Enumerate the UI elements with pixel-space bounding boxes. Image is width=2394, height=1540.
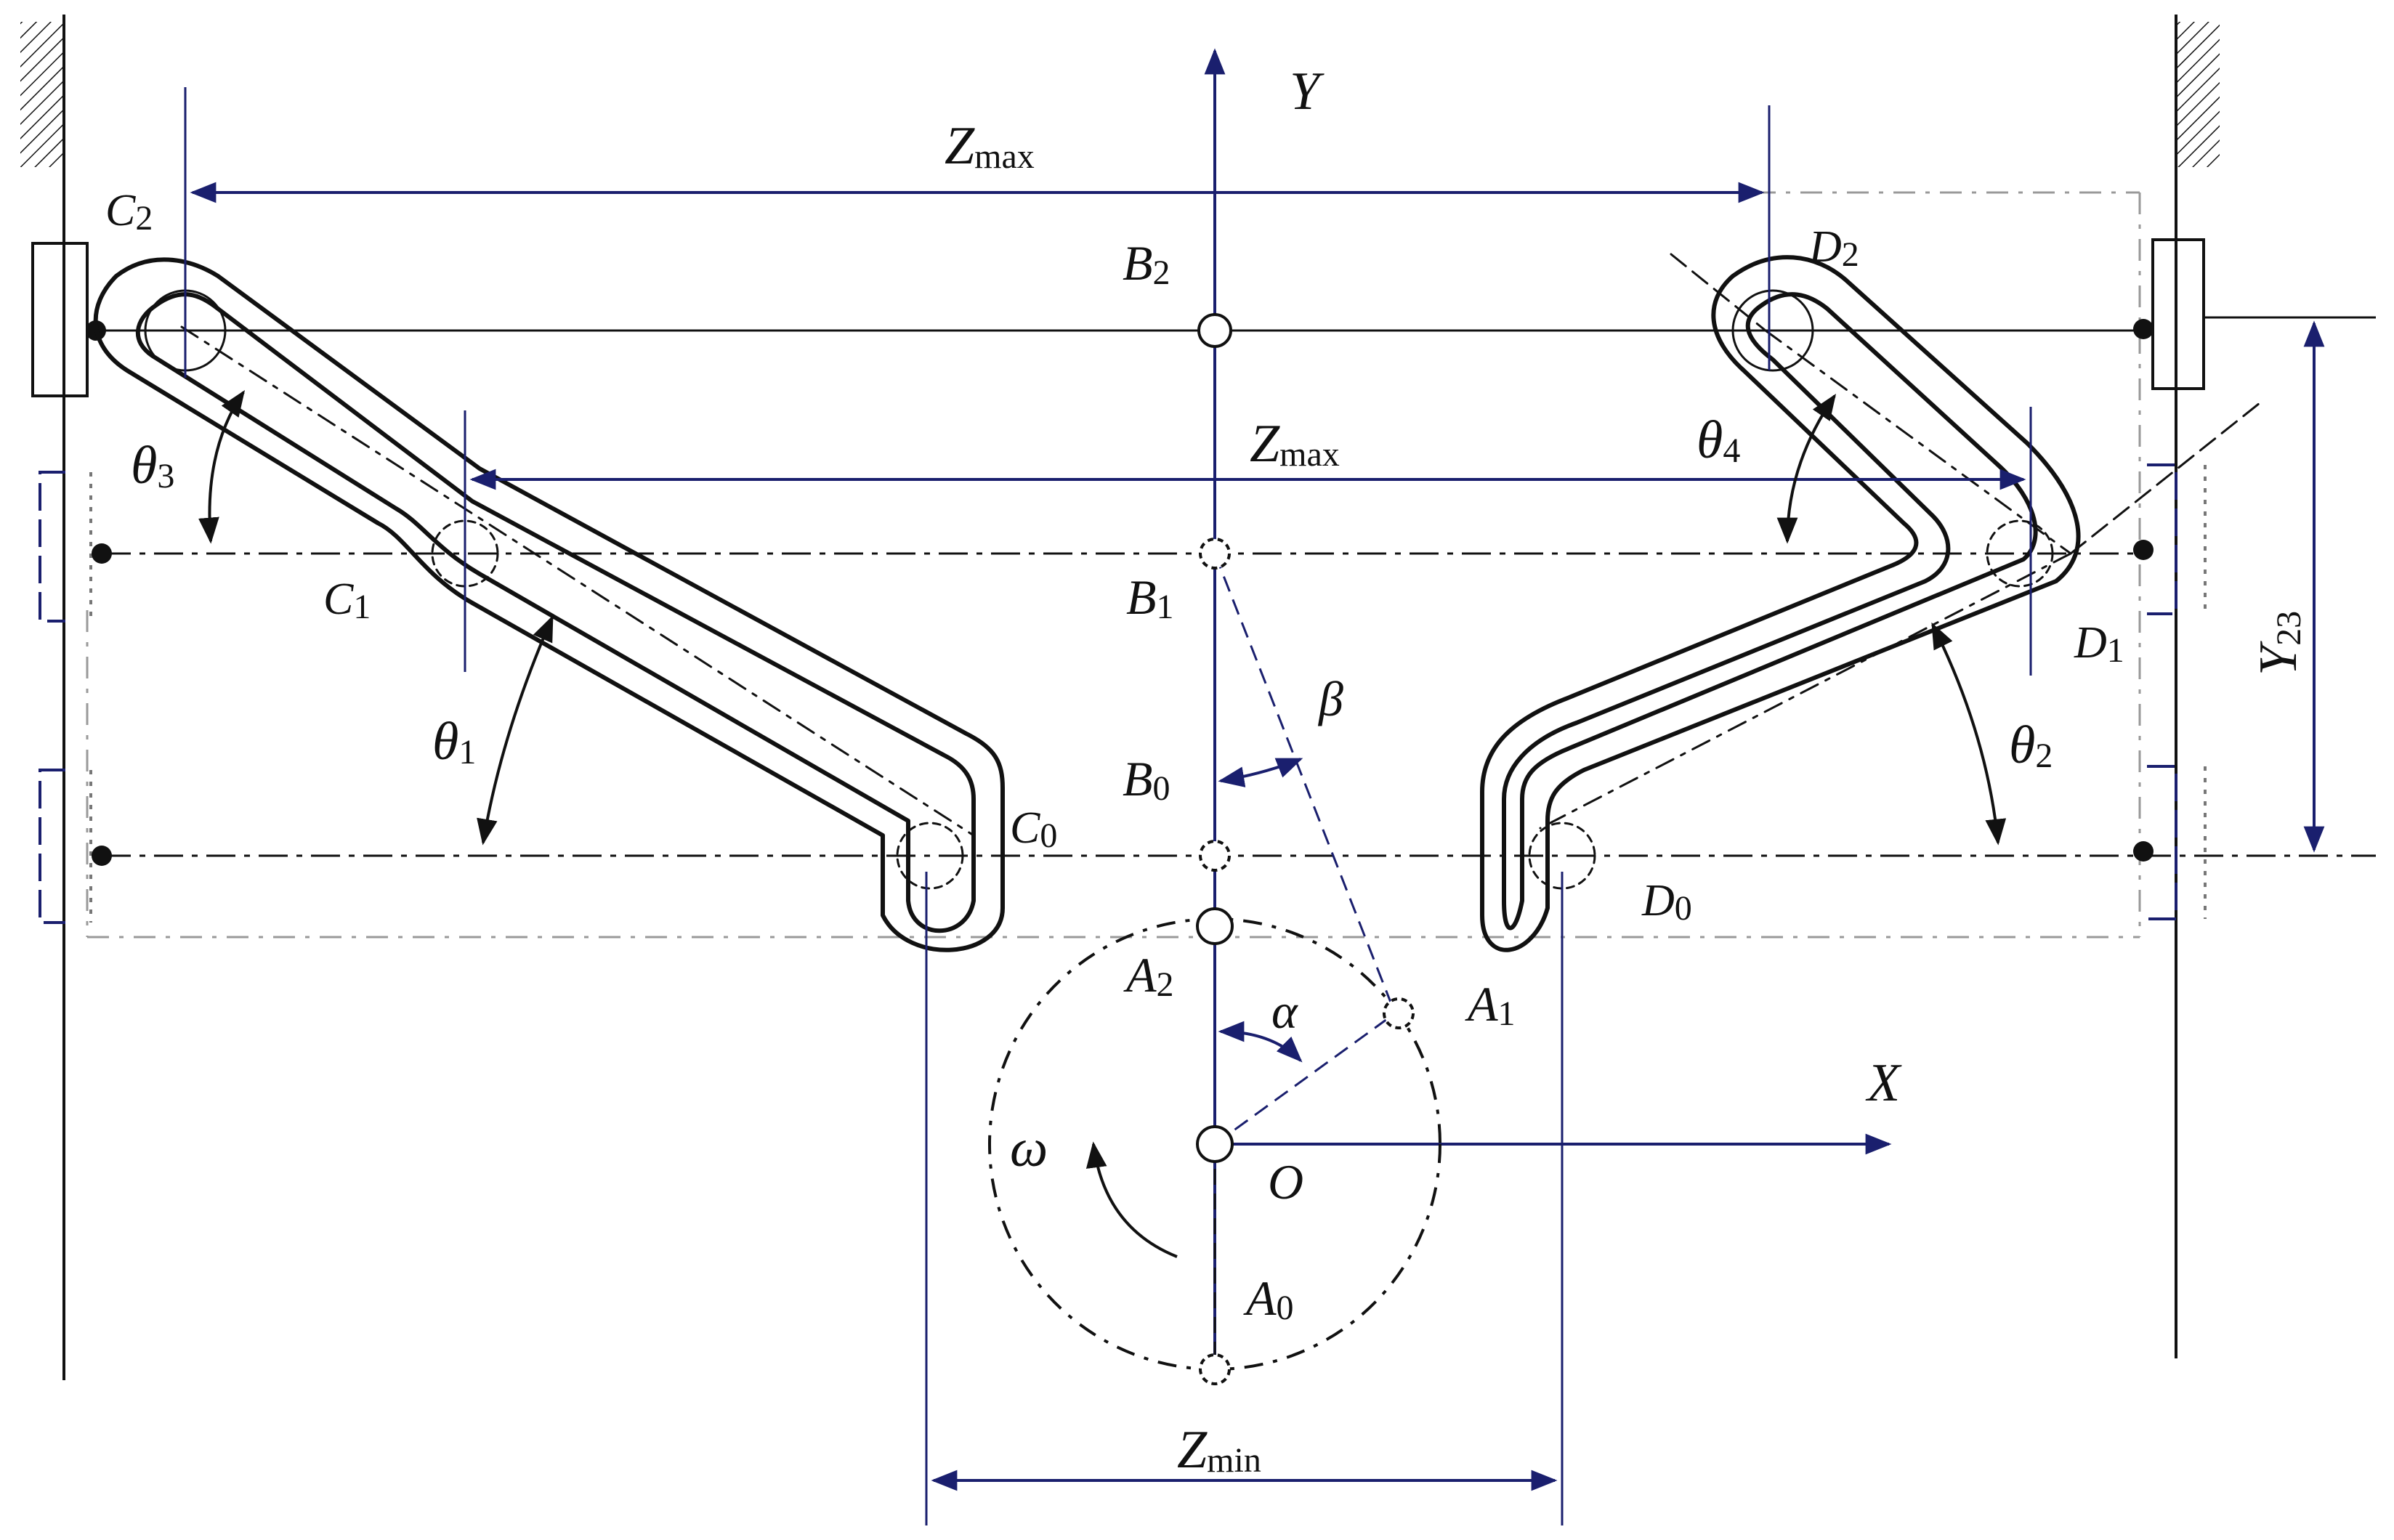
- c2-label: C2: [105, 186, 153, 238]
- pivot-points: [1196, 313, 1415, 1385]
- c0-label: C0: [1010, 803, 1057, 855]
- small-angle-arrows: [1218, 758, 1303, 1063]
- c1-label: C1: [323, 575, 371, 626]
- pivot-a2: [1196, 907, 1234, 945]
- d0-label: D0: [1641, 876, 1692, 928]
- angle-arcs: [198, 390, 2007, 1258]
- text-labels: Y X Zmax Zmax Zmin Y23 B2 B1 B0 A2 A1 A0…: [105, 62, 2308, 1480]
- a1-label: A1: [1465, 976, 1516, 1033]
- pivot-b1: [1199, 538, 1231, 570]
- d2-label: D2: [1808, 222, 1859, 274]
- pivot-a0: [1199, 1353, 1231, 1385]
- pivot-b0: [1199, 840, 1231, 872]
- right-slider-bottom: [2133, 765, 2207, 920]
- right-slider-mid: [2133, 463, 2207, 615]
- extension-lines: [184, 87, 2032, 1525]
- pivot-o: [1196, 1125, 1234, 1163]
- d1-label: D1: [2074, 618, 2124, 670]
- omega-arc: [1085, 1141, 1178, 1258]
- theta2-label: θ2: [2009, 716, 2053, 775]
- theta4-arc: [1776, 394, 1837, 544]
- o-label: O: [1268, 1154, 1303, 1209]
- pivot-b2: [1197, 313, 1232, 348]
- y23-label: Y23: [2249, 611, 2308, 676]
- left-slider-bottom: [39, 769, 112, 924]
- carriage-outline: [86, 191, 2141, 939]
- alpha-arc: [1218, 1021, 1303, 1063]
- beta-arc: [1218, 758, 1303, 787]
- zmax-top-label: Zmax: [945, 116, 1035, 176]
- theta1-label: θ1: [432, 712, 476, 771]
- left-slider-mid: [39, 471, 112, 623]
- b1-label: B1: [1126, 570, 1174, 626]
- theta4-label: θ4: [1697, 410, 1740, 470]
- b2-label: B2: [1123, 235, 1170, 292]
- right-slider-top: [2133, 238, 2205, 390]
- theta1-arc: [477, 615, 554, 846]
- theta3-arc: [198, 390, 246, 544]
- omega-label: ω: [1010, 1119, 1048, 1178]
- left-wall: [20, 15, 65, 1380]
- theta2-arc: [1931, 622, 2007, 846]
- beta-label: β: [1317, 671, 1343, 726]
- a0-label: A0: [1243, 1270, 1294, 1327]
- left-cam-slot: [93, 257, 1005, 952]
- alpha-label: α: [1271, 984, 1298, 1039]
- dimension-arrows: [190, 182, 2325, 1491]
- zmin-label: Zmin: [1177, 1420, 1261, 1480]
- y-axis-label: Y: [1290, 62, 1325, 121]
- pivot-a1: [1383, 997, 1415, 1029]
- zmax-mid-label: Zmax: [1250, 414, 1340, 474]
- x-axis-label: X: [1865, 1053, 1902, 1113]
- a2-label: A2: [1123, 947, 1174, 1004]
- theta3-label: θ3: [131, 436, 174, 495]
- right-wall: [2175, 15, 2220, 1358]
- position-lines: [102, 316, 2376, 857]
- b0-label: B0: [1123, 751, 1170, 808]
